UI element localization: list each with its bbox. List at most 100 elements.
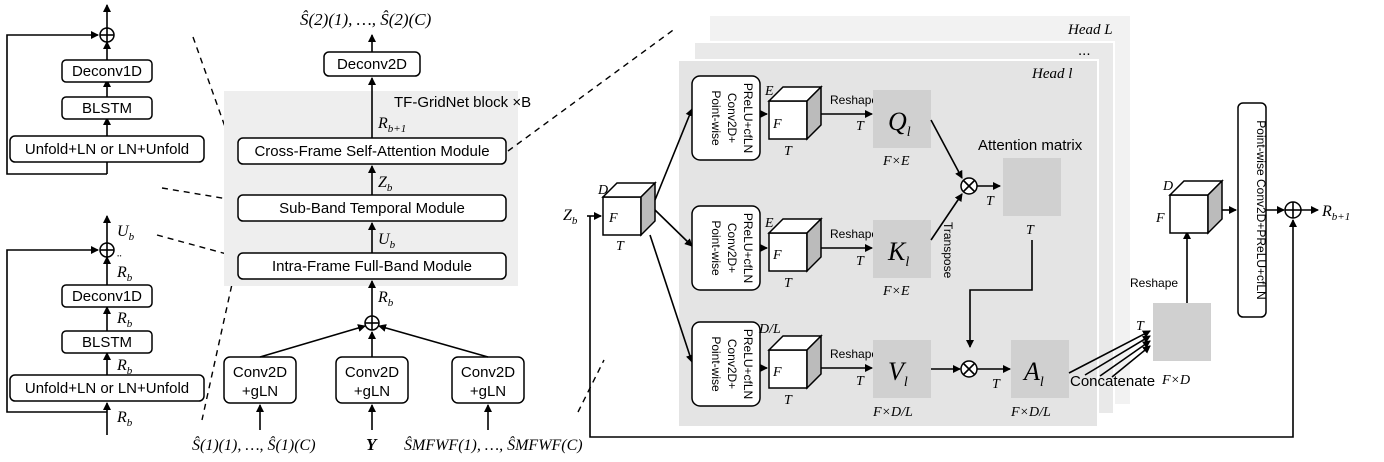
zb-cube: D F T bbox=[597, 181, 657, 254]
a-label: Al bbox=[1022, 357, 1044, 390]
fxd-matrix bbox=[1153, 303, 1211, 361]
input-left: Ŝ(1)(1), …, Ŝ(1)(C) bbox=[192, 435, 316, 454]
svg-text:T: T bbox=[1026, 223, 1035, 238]
svg-text:Transpose: Transpose bbox=[941, 222, 955, 279]
svg-text:F×E: F×E bbox=[882, 284, 910, 299]
dash-top-2 bbox=[161, 187, 235, 201]
block-title: TF-GridNet block ×B bbox=[394, 94, 531, 111]
svg-text:Reshape: Reshape bbox=[830, 93, 878, 107]
attention-panel: Head L ... Head l Zb D F T Point-wise Co… bbox=[563, 16, 1155, 428]
label-ub: Ub bbox=[378, 231, 396, 251]
svg-text:T: T bbox=[856, 254, 865, 269]
svg-text:Reshape: Reshape bbox=[830, 227, 878, 241]
cube-k: E F T bbox=[764, 216, 823, 291]
svg-text:Point-wise: Point-wise bbox=[709, 336, 723, 392]
svg-text:T: T bbox=[616, 239, 625, 254]
label-rdot2: Rb bbox=[116, 310, 133, 330]
svg-text:Reshape: Reshape bbox=[830, 347, 878, 361]
svg-text:Conv2D+: Conv2D+ bbox=[725, 93, 739, 143]
svg-text:+gLN: +gLN bbox=[242, 383, 278, 400]
svg-text:Conv2D: Conv2D bbox=[233, 364, 287, 381]
svg-text:T: T bbox=[784, 393, 793, 408]
deconv1d-label-bottom: Deconv1D bbox=[72, 288, 142, 305]
svg-text:Point-wise: Point-wise bbox=[709, 90, 723, 146]
input-mid: Y bbox=[366, 435, 378, 454]
label-ub-left: Ub bbox=[117, 223, 135, 243]
svg-text:¨: ¨ bbox=[117, 253, 122, 268]
svg-text:PReLU+cfLN: PReLU+cfLN bbox=[741, 329, 755, 399]
svg-text:D/L: D/L bbox=[758, 322, 781, 337]
final-conv-label: Point-wise Conv2D+PReLU+cfLN bbox=[1254, 120, 1268, 299]
zb-label: Zb bbox=[563, 207, 578, 227]
pw-conv-q bbox=[691, 75, 761, 161]
svg-text:+gLN: +gLN bbox=[470, 383, 506, 400]
svg-text:Point-wise: Point-wise bbox=[709, 220, 723, 276]
svg-text:T: T bbox=[992, 377, 1001, 392]
svg-text:Conv2D: Conv2D bbox=[345, 364, 399, 381]
concatenate-label: Concatenate bbox=[1070, 373, 1155, 390]
svg-text:T: T bbox=[1136, 319, 1145, 334]
unfold-label-bottom: Unfold+LN or LN+Unfold bbox=[25, 380, 189, 397]
svg-text:T: T bbox=[784, 144, 793, 159]
cube-q: E F T bbox=[764, 84, 823, 159]
cube-v: D/L F T bbox=[758, 322, 823, 408]
svg-text:F: F bbox=[772, 248, 782, 263]
label-rb-left: Rb bbox=[116, 409, 133, 429]
svg-text:F×E: F×E bbox=[882, 154, 910, 169]
left-top-block: Unfold+LN or LN+Unfold BLSTM Deconv1D bbox=[6, 4, 205, 175]
middle-block: TF-GridNet block ×B Cross-Frame Self-Att… bbox=[192, 10, 583, 454]
svg-text:Conv2D: Conv2D bbox=[461, 364, 515, 381]
svg-text:T: T bbox=[856, 119, 865, 134]
label-rddot: Rb bbox=[116, 264, 133, 284]
blstm-label-bottom: BLSTM bbox=[82, 334, 132, 351]
label-rb: Rb bbox=[377, 289, 394, 309]
svg-text:F×D/L: F×D/L bbox=[872, 405, 913, 420]
svg-text:PReLU+cfLN: PReLU+cfLN bbox=[741, 213, 755, 283]
label-rb1: Rb+1 bbox=[377, 115, 406, 135]
k-matrix bbox=[873, 220, 931, 278]
output-cube: D F bbox=[1155, 179, 1224, 235]
svg-text:D: D bbox=[1162, 179, 1173, 194]
output-stage: T F×D Reshape D F Point-wise Conv2D+PReL… bbox=[589, 102, 1350, 438]
svg-text:+gLN: +gLN bbox=[354, 383, 390, 400]
attention-matrix-label: Attention matrix bbox=[978, 137, 1083, 154]
svg-text:Conv2D+: Conv2D+ bbox=[725, 339, 739, 389]
q-label: Ql bbox=[888, 107, 911, 140]
deconv1d-label-top: Deconv1D bbox=[72, 63, 142, 80]
svg-text:F: F bbox=[772, 365, 782, 380]
svg-text:E: E bbox=[764, 216, 774, 231]
svg-text:PReLU+cfLN: PReLU+cfLN bbox=[741, 83, 755, 153]
v-matrix bbox=[873, 340, 931, 398]
dash-right-2 bbox=[577, 359, 605, 413]
head-l-label: Head l bbox=[1031, 66, 1072, 82]
q-matrix bbox=[873, 90, 931, 148]
svg-text:Conv2D+: Conv2D+ bbox=[725, 223, 739, 273]
head-dots: ... bbox=[1078, 42, 1091, 59]
deconv2d-label: Deconv2D bbox=[337, 56, 407, 73]
svg-text:T: T bbox=[856, 374, 865, 389]
head-L-label: Head L bbox=[1067, 22, 1113, 38]
dash-bot-2 bbox=[201, 274, 235, 421]
svg-text:Reshape: Reshape bbox=[1130, 276, 1178, 290]
blstm-label-top: BLSTM bbox=[82, 100, 132, 117]
svg-text:T: T bbox=[986, 194, 995, 209]
intra-frame-label: Intra-Frame Full-Band Module bbox=[272, 258, 472, 275]
dash-bot-1 bbox=[156, 234, 235, 257]
attention-matrix bbox=[1003, 158, 1061, 216]
residual-line bbox=[589, 216, 1297, 438]
svg-text:F×D/L: F×D/L bbox=[1010, 405, 1051, 420]
label-rdot1: Rb bbox=[116, 357, 133, 377]
cross-frame-label: Cross-Frame Self-Attention Module bbox=[254, 143, 489, 160]
svg-text:F: F bbox=[772, 117, 782, 132]
output-label: Ŝ(2)(1), …, Ŝ(2)(C) bbox=[300, 10, 432, 29]
svg-text:F×D: F×D bbox=[1161, 373, 1190, 388]
svg-text:F: F bbox=[1155, 211, 1165, 226]
rb1-output: Rb+1 bbox=[1321, 203, 1350, 223]
svg-text:T: T bbox=[784, 276, 793, 291]
input-right: ŜMFWF(1), …, ŜMFWF(C) bbox=[404, 435, 583, 454]
left-bottom-block: Rb Unfold+LN or LN+Unfold Rb ˙ BLSTM Rb … bbox=[6, 215, 205, 435]
dash-right-1 bbox=[507, 27, 677, 152]
a-matrix bbox=[1011, 340, 1069, 398]
k-label: Kl bbox=[887, 237, 909, 270]
